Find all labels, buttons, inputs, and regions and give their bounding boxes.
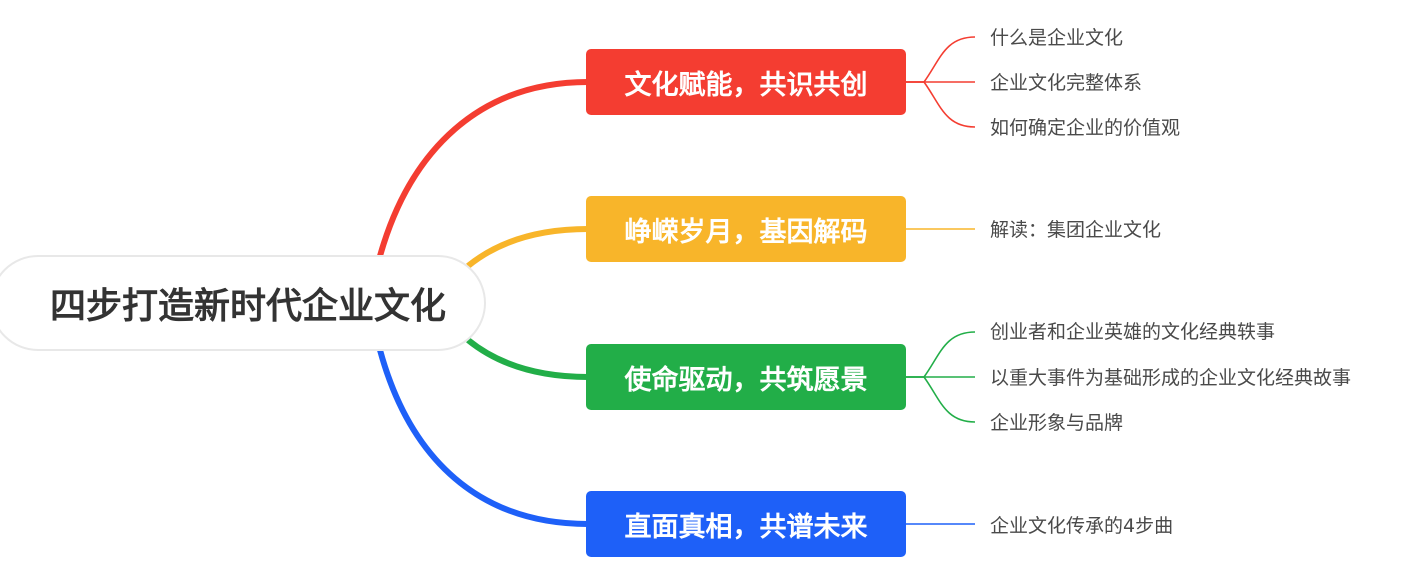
branch-node-2[interactable]: 峥嵘岁月，基因解码: [586, 196, 906, 262]
root-node[interactable]: 四步打造新时代企业文化: [0, 255, 486, 351]
branch-node-3[interactable]: 使命驱动，共筑愿景: [586, 344, 906, 410]
link-root-branch-4: [377, 349, 589, 527]
link-branch-1-leaf-1: [906, 36, 976, 83]
leaf-node[interactable]: 解读：集团企业文化: [990, 219, 1162, 241]
leaf-node[interactable]: 以重大事件为基础形成的企业文化经典故事: [990, 367, 1352, 389]
link-branch-1-leaf-3: [906, 81, 976, 128]
branch-label: 使命驱动，共筑愿景: [624, 364, 868, 396]
leaf-node[interactable]: 如何确定企业的价值观: [990, 117, 1181, 139]
link-root-branch-1: [377, 79, 589, 257]
branch-label: 峥嵘岁月，基因解码: [624, 216, 868, 248]
link-root-branch-3: [466, 337, 589, 380]
leaf-node[interactable]: 创业者和企业英雄的文化经典轶事: [990, 321, 1276, 343]
leaf-node[interactable]: 企业形象与品牌: [990, 412, 1124, 434]
link-root-branch-2: [466, 226, 589, 269]
branch-node-1[interactable]: 文化赋能，共识共创: [586, 49, 906, 115]
leaf-node[interactable]: 企业文化传承的4步曲: [990, 515, 1174, 537]
leaf-node[interactable]: 什么是企业文化: [990, 27, 1124, 49]
leaf-node[interactable]: 企业文化完整体系: [990, 72, 1143, 94]
branch-node-4[interactable]: 直面真相，共谱未来: [586, 491, 906, 557]
root-label: 四步打造新时代企业文化: [49, 286, 446, 327]
branch-label: 直面真相，共谱未来: [624, 511, 868, 543]
link-branch-3-leaf-3: [906, 376, 976, 423]
link-branch-3-leaf-1: [906, 331, 976, 378]
branch-label: 文化赋能，共识共创: [624, 69, 868, 101]
